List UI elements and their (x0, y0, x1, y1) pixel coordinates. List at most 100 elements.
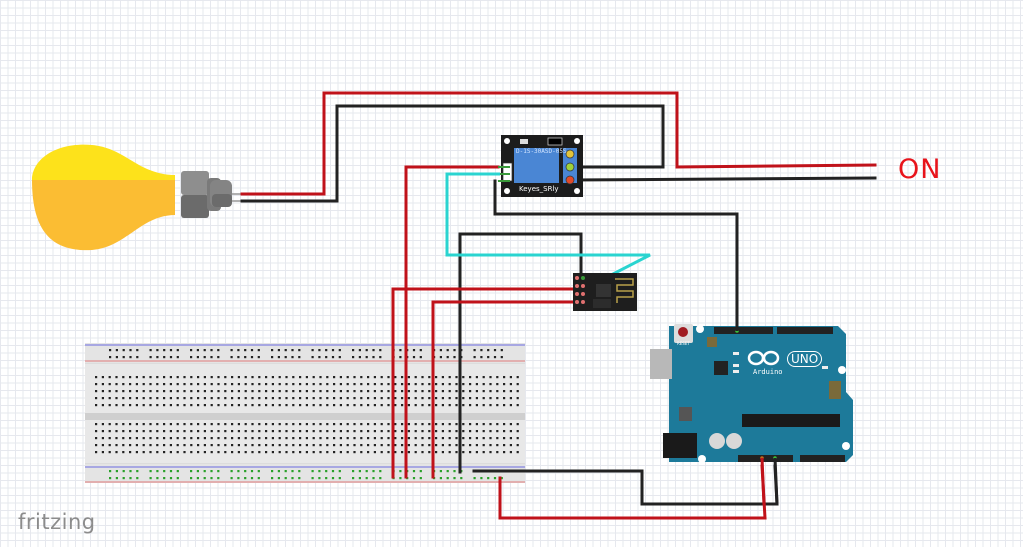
breadboard-hole (231, 423, 234, 426)
breadboard-hole (203, 423, 206, 426)
breadboard-hole (380, 390, 383, 393)
breadboard-hole (183, 397, 186, 400)
breadboard-hole (251, 451, 254, 454)
arduino-brand-text: Arduino (753, 368, 783, 376)
wire-bulb-red-to-mains[interactable] (240, 91, 877, 196)
breadboard-hole (326, 437, 329, 440)
breadboard-hole (271, 390, 274, 393)
breadboard-hole (217, 444, 220, 447)
arduino-reset-button[interactable] (678, 327, 688, 337)
breadboard-hole (250, 477, 254, 480)
breadboard-hole (251, 390, 254, 393)
breadboard-hole (421, 430, 424, 433)
breadboard-hole (482, 383, 485, 386)
breadboard-hole (149, 477, 152, 480)
wire-breadboard-gnd-to-arduino[interactable] (472, 464, 779, 506)
esp-flash-chip (593, 299, 611, 308)
breadboard-hole (101, 423, 104, 426)
arduino-reset-label: RESET (677, 341, 690, 346)
breadboard-hole (244, 430, 247, 433)
wire-bulb-black-to-relay[interactable] (240, 104, 665, 203)
wire-relay-gnd-to-arduino[interactable] (493, 179, 739, 330)
breadboard-hole (169, 390, 172, 393)
breadboard-hole (326, 383, 329, 386)
breadboard-hole (176, 404, 179, 407)
breadboard-hole (203, 390, 206, 393)
breadboard-hole (469, 404, 472, 407)
breadboard-hole (441, 390, 444, 393)
breadboard-hole (346, 390, 349, 393)
breadboard-hole (482, 404, 485, 407)
breadboard-hole (516, 430, 519, 433)
breadboard-hole (407, 437, 410, 440)
relay-module[interactable] (498, 135, 583, 197)
wire-relay-in-to-esp[interactable] (445, 172, 651, 292)
breadboard-hole (448, 376, 451, 379)
breadboard-hole (401, 390, 404, 393)
breadboard-hole (353, 390, 356, 393)
breadboard-hole (475, 437, 478, 440)
breadboard[interactable] (85, 343, 525, 483)
breadboard-hole (373, 390, 376, 393)
breadboard-hole (360, 437, 363, 440)
breadboard-hole (414, 437, 417, 440)
esp01-wifi-module[interactable] (573, 273, 637, 311)
breadboard-hole (338, 349, 341, 352)
relay-input-header (502, 162, 513, 182)
breadboard-hole (183, 383, 186, 386)
breadboard-hole (439, 477, 442, 480)
breadboard-hole (333, 423, 336, 426)
light-bulb[interactable] (32, 144, 242, 251)
breadboard-hole (500, 356, 503, 359)
breadboard-hole (435, 397, 438, 400)
breadboard-hole (285, 383, 288, 386)
relay-mount-hole (574, 138, 580, 144)
wire-esp-chpd-to-breadboard[interactable] (431, 300, 580, 479)
breadboard-hole (217, 404, 220, 407)
wire-relay-com-to-mains[interactable] (568, 176, 877, 182)
wire-tip-arduino-3v3 (760, 457, 766, 506)
breadboard-hole (482, 451, 485, 454)
wire-relay-vcc-to-breadboard[interactable] (404, 165, 500, 479)
relay-part-number: D-1S-30ASD-05S (516, 148, 567, 155)
breadboard-hole (496, 404, 499, 407)
breadboard-hole (455, 451, 458, 454)
breadboard-hole (237, 470, 240, 473)
breadboard-hole (142, 430, 145, 433)
relay-led (520, 139, 528, 144)
breadboard-hole (149, 430, 152, 433)
breadboard-hole (142, 397, 145, 400)
breadboard-hole (509, 451, 512, 454)
breadboard-hole (176, 356, 179, 359)
breadboard-hole (115, 423, 118, 426)
breadboard-hole (244, 444, 247, 447)
breadboard-hole (265, 444, 268, 447)
breadboard-hole (292, 383, 295, 386)
breadboard-hole (489, 444, 492, 447)
arduino-uno[interactable] (650, 324, 853, 463)
breadboard-hole (475, 397, 478, 400)
breadboard-hole (169, 356, 173, 359)
breadboard-hole (183, 451, 186, 454)
breadboard-hole (331, 349, 335, 352)
breadboard-hole (346, 404, 349, 407)
breadboard-hole (493, 356, 497, 359)
breadboard-holes (95, 349, 519, 480)
breadboard-hole (265, 451, 268, 454)
breadboard-hole (244, 356, 247, 359)
breadboard-hole (489, 376, 492, 379)
breadboard-hole (496, 444, 499, 447)
wire-esp-vcc-to-breadboard[interactable] (391, 287, 580, 479)
breadboard-hole (271, 397, 274, 400)
breadboard-hole (516, 390, 519, 393)
wire-breadboard-3v3-to-arduino[interactable] (498, 464, 767, 520)
breadboard-hole (129, 470, 132, 473)
breadboard-hole (101, 444, 104, 447)
breadboard-hole (163, 383, 166, 386)
breadboard-hole (156, 349, 159, 352)
breadboard-hole (455, 404, 458, 407)
esp-pin (581, 292, 585, 296)
breadboard-hole (428, 437, 431, 440)
breadboard-hole (455, 390, 458, 393)
breadboard-hole (435, 383, 438, 386)
